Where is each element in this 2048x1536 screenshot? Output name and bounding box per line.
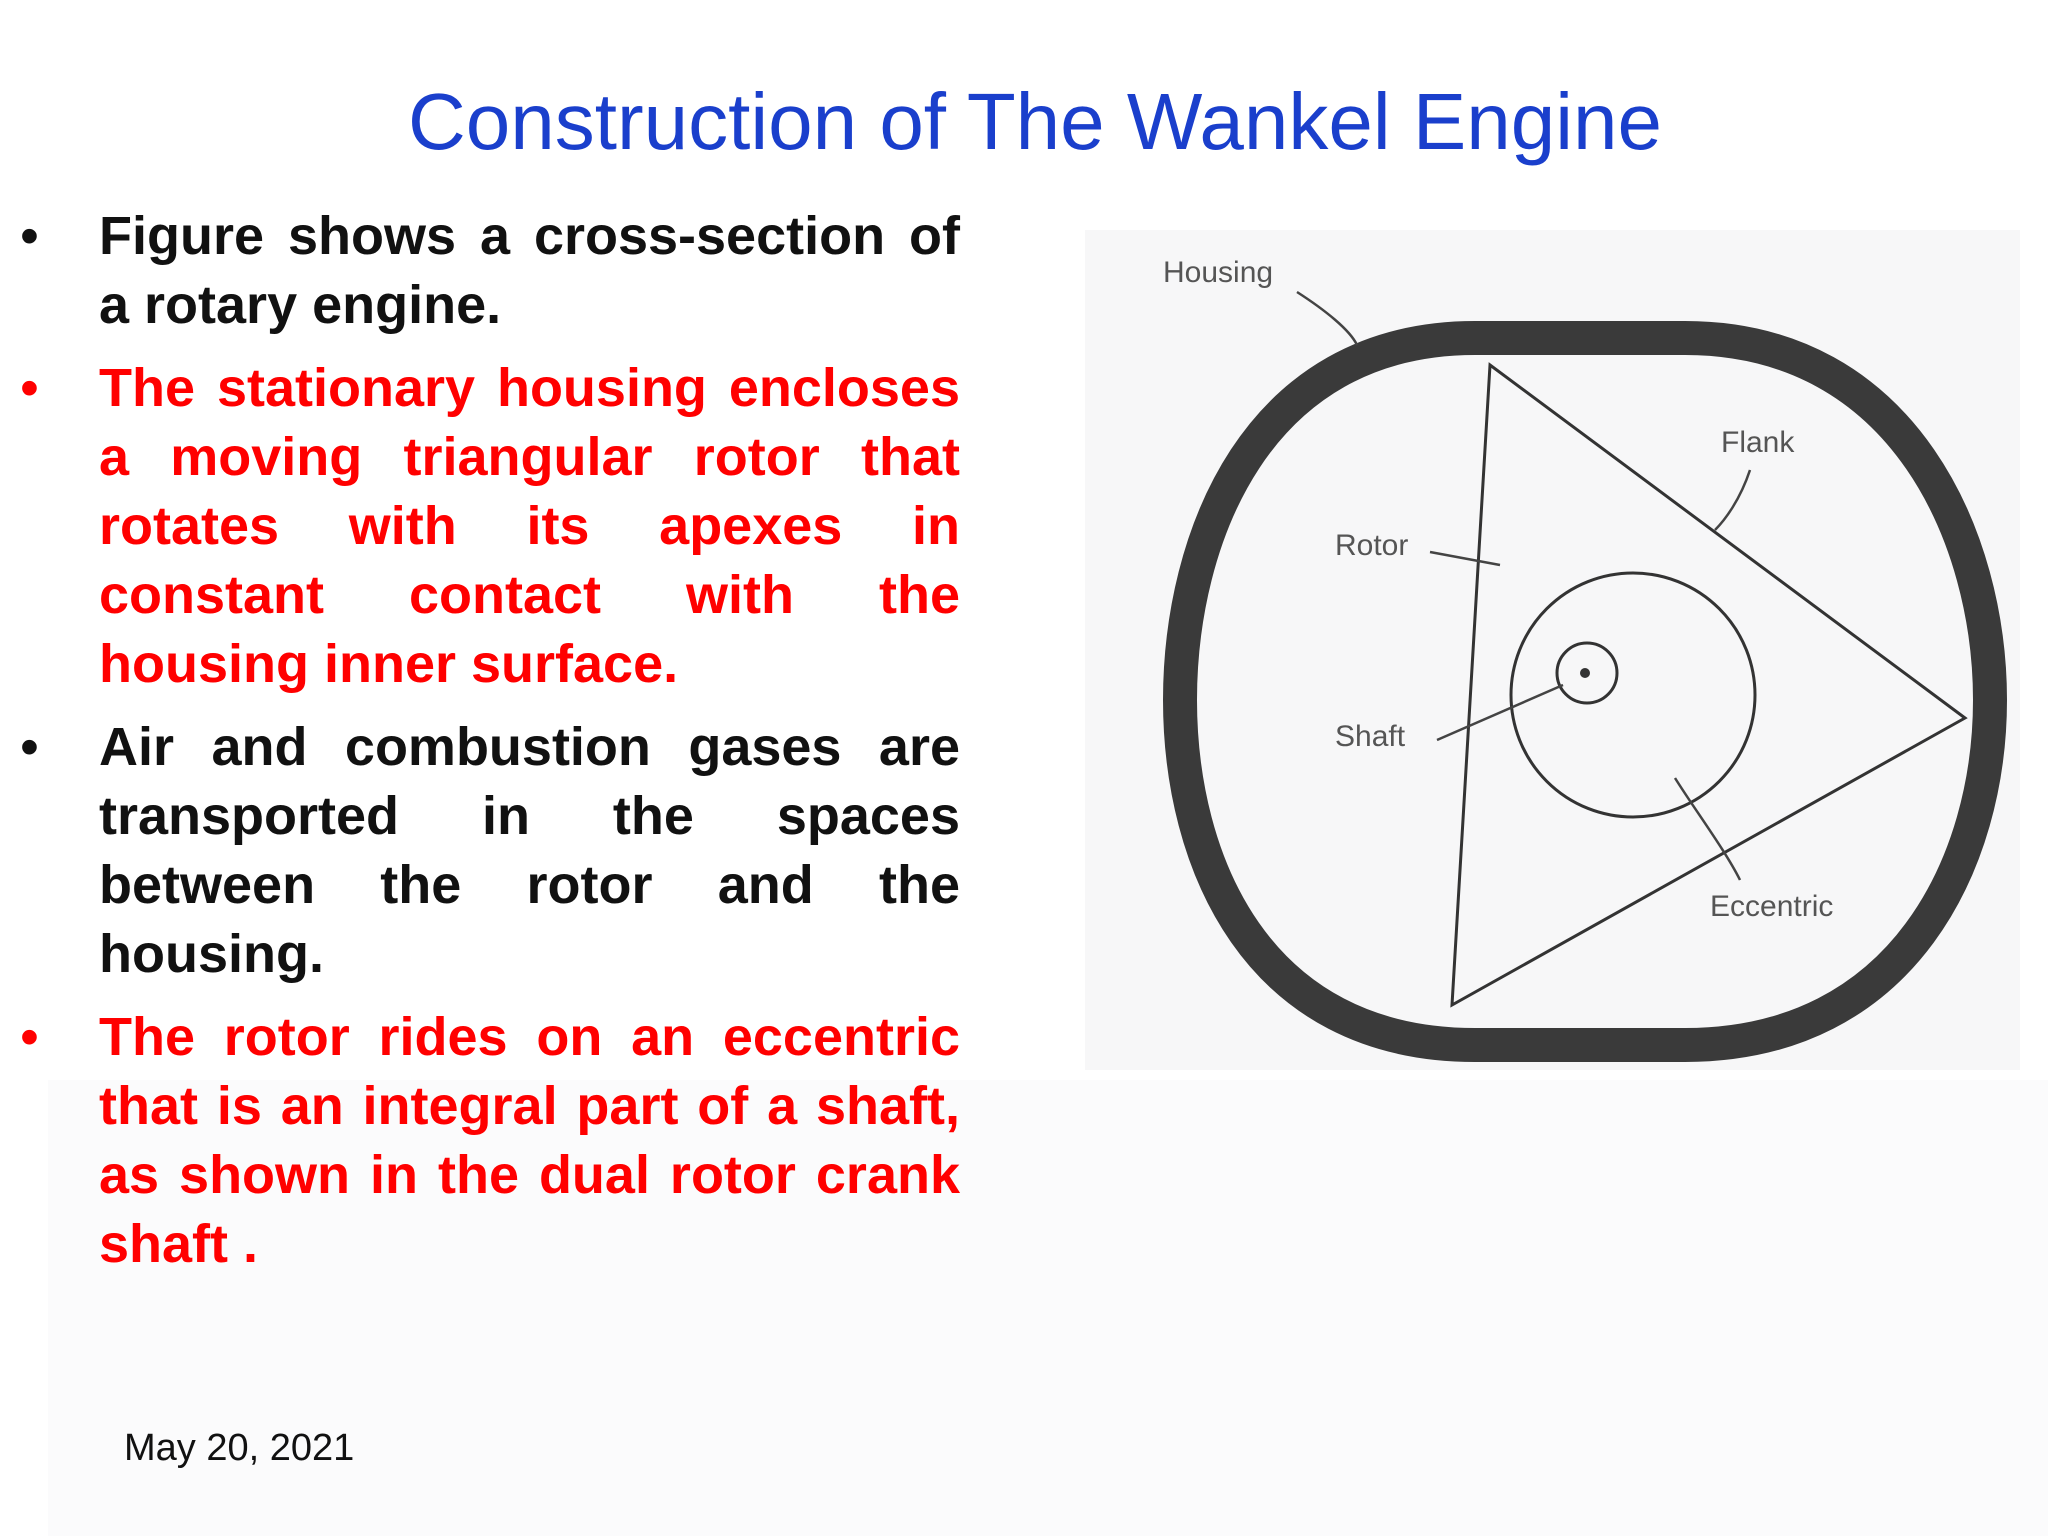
slide-background-shade	[48, 1080, 2048, 1536]
eccentric-label: Eccentric	[1710, 890, 1833, 923]
bullet-list: • Figure shows a cross-section of a rota…	[0, 202, 960, 1293]
bullet-marker: •	[20, 717, 39, 777]
bullet-item-gases: • Air and combustion gases are transport…	[0, 713, 960, 989]
bullet-marker: •	[20, 206, 39, 266]
bullet-item-eccentric: • The rotor rides on an eccentric that i…	[0, 1003, 960, 1279]
bullet-marker: •	[20, 1007, 39, 1067]
slide-date: May 20, 2021	[124, 1427, 355, 1469]
bullet-text: Figure shows a cross-section of a rotary…	[99, 206, 960, 335]
flank-label: Flank	[1721, 426, 1795, 459]
shaft-center	[1580, 668, 1590, 678]
bullet-marker: •	[20, 358, 39, 418]
rotor-triangle	[1450, 362, 1968, 1008]
housing-label: Housing	[1163, 256, 1273, 289]
flank-leader	[1714, 469, 1752, 531]
diagram-svg: Housing Flank Rotor Shaft Eccentric	[1162, 256, 2008, 1062]
shaft-circle	[1555, 641, 1619, 705]
housing-outline	[1162, 321, 2008, 1062]
bullet-text: Air and combustion gases are transported…	[99, 717, 960, 984]
rotor-label: Rotor	[1335, 529, 1408, 562]
housing-leader	[1296, 290, 1359, 346]
bullet-item-housing-rotor: • The stationary housing encloses a movi…	[0, 354, 960, 699]
bullet-text: The stationary housing encloses a moving…	[99, 358, 960, 694]
wankel-engine-diagram: Housing Flank Rotor Shaft Eccentric	[1085, 230, 2020, 1070]
slide-title: Construction of The Wankel Engine	[407, 77, 1663, 166]
eccentric-leader	[1673, 777, 1742, 881]
shaft-leader	[1436, 683, 1564, 742]
bullet-item-cross-section: • Figure shows a cross-section of a rota…	[0, 202, 960, 340]
rotor-leader	[1429, 550, 1501, 567]
eccentric-circle	[1509, 571, 1757, 819]
shaft-label: Shaft	[1335, 720, 1406, 753]
bullet-text: The rotor rides on an eccentric that is …	[99, 1007, 960, 1274]
